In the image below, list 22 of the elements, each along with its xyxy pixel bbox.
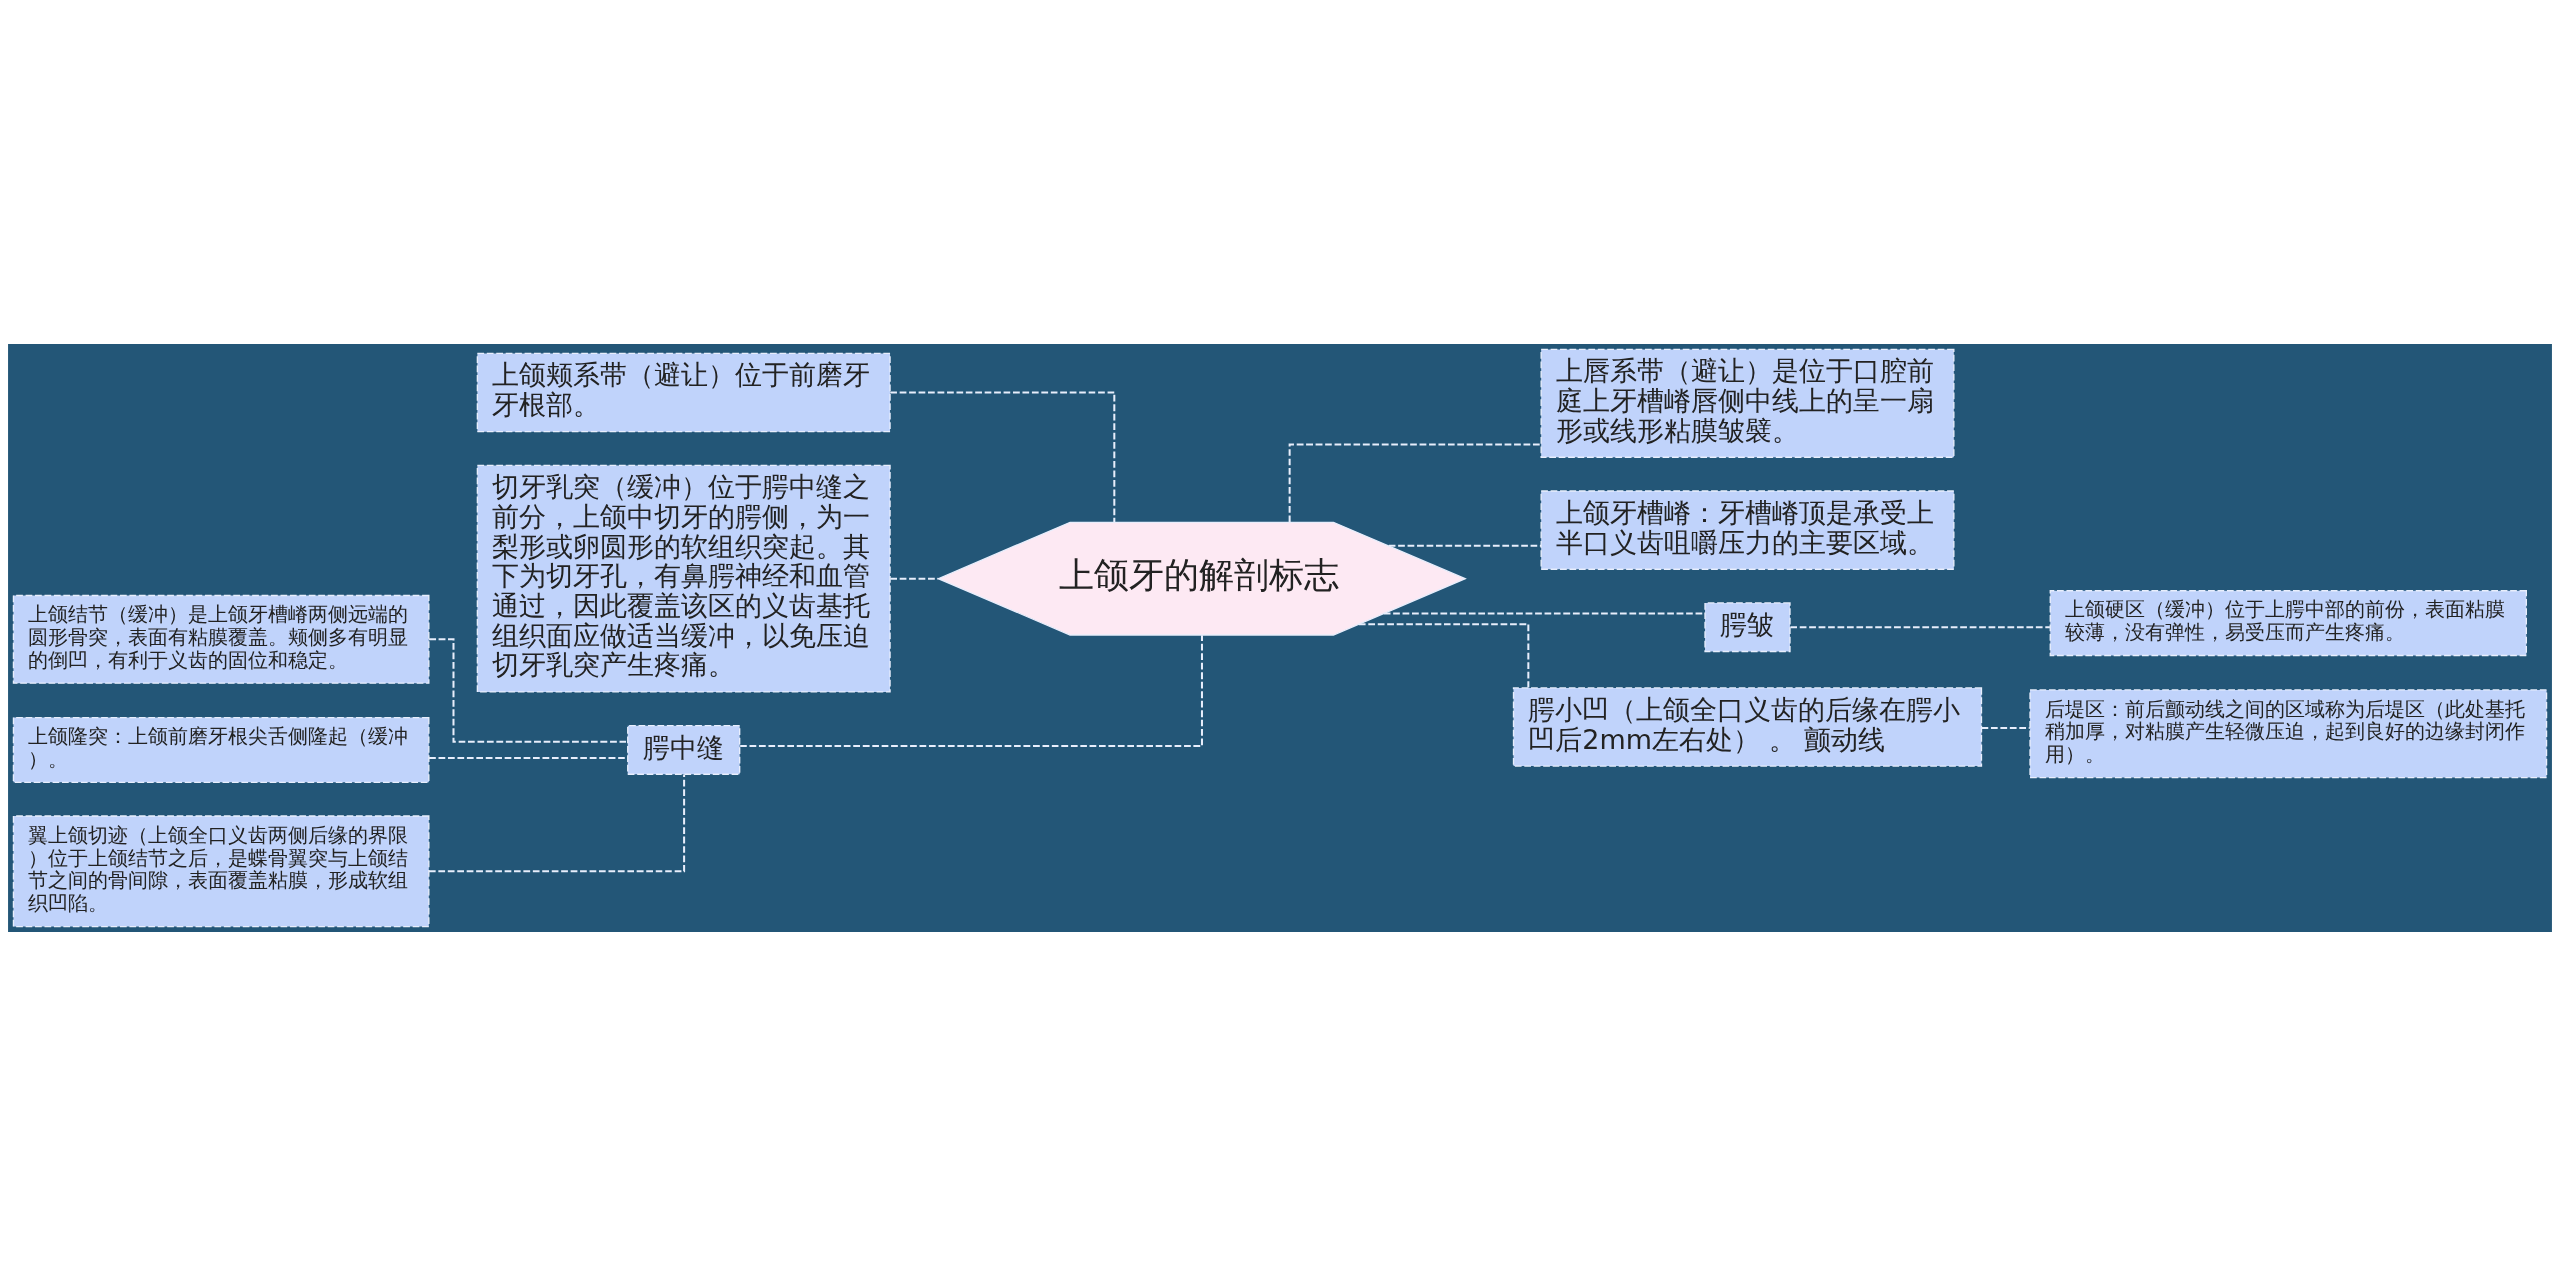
node-box: 上唇系带（避让）是位于口腔前庭上牙槽嵴唇侧中线上的呈一扇形或线形粘膜皱襞。 [1540,348,1955,458]
node-box: 上颌牙槽嵴：牙槽嵴顶是承受上半口义齿咀嚼压力的主要区域。 [1540,489,1955,570]
connector [1790,625,2050,628]
connector [1358,622,1530,688]
node-box: 翼上颌切迹（上颌全口义齿两侧后缘的界限）位于上颌结节之后，是蝶骨翼突与上颌结节之间的骨间隙，表面覆盖粘膜，形成软组织凹陷。 [12,814,430,927]
connector [428,774,686,872]
connector [1288,442,1541,522]
node-box: 上颌隆突：上颌前磨牙根尖舌侧隆起（缓冲）。 [12,716,430,783]
node-box: 腭中缝 [627,724,741,775]
node-box: 后堤区：前后颤动线之间的区域称为后堤区（此处基托稍加厚，对粘膜产生轻微压迫，起到良好的边缘封闭作用）。 [2029,688,2548,778]
node-box: 切牙乳突（缓冲）位于腭中缝之前分，上颌中切牙的腭侧，为一梨形或卵圆形的软组织突起。其下为切牙孔，有鼻腭神经和血管通过，因此覆盖该区的义齿基托组织面应做适当缓冲，以免压迫切牙乳突产生疼痛。 [476,464,891,693]
node-box: 腭皱 [1704,601,1791,652]
connector [1981,726,2030,729]
node-box: 上颌硬区（缓冲）位于上腭中部的前份，表面粘膜较薄，没有弹性，易受压而产生疼痛。 [2049,589,2527,656]
connector [740,634,1203,747]
connector [429,756,628,759]
node-box: 上颌结节（缓冲）是上颌牙槽嵴两侧远端的圆形骨突，表面有粘膜覆盖。颊侧多有明显的倒凹，有利于义齿的固位和稳定。 [12,594,430,684]
connector [890,391,1116,522]
node-box: 上颌颊系带（避让）位于前磨牙牙根部。 [476,352,891,432]
connector [1383,612,1705,615]
connector [1388,544,1542,547]
node-box: 腭小凹（上颌全口义齿的后缘在腭小凹后2mm左右处） 。 颤动线 [1512,686,1983,767]
